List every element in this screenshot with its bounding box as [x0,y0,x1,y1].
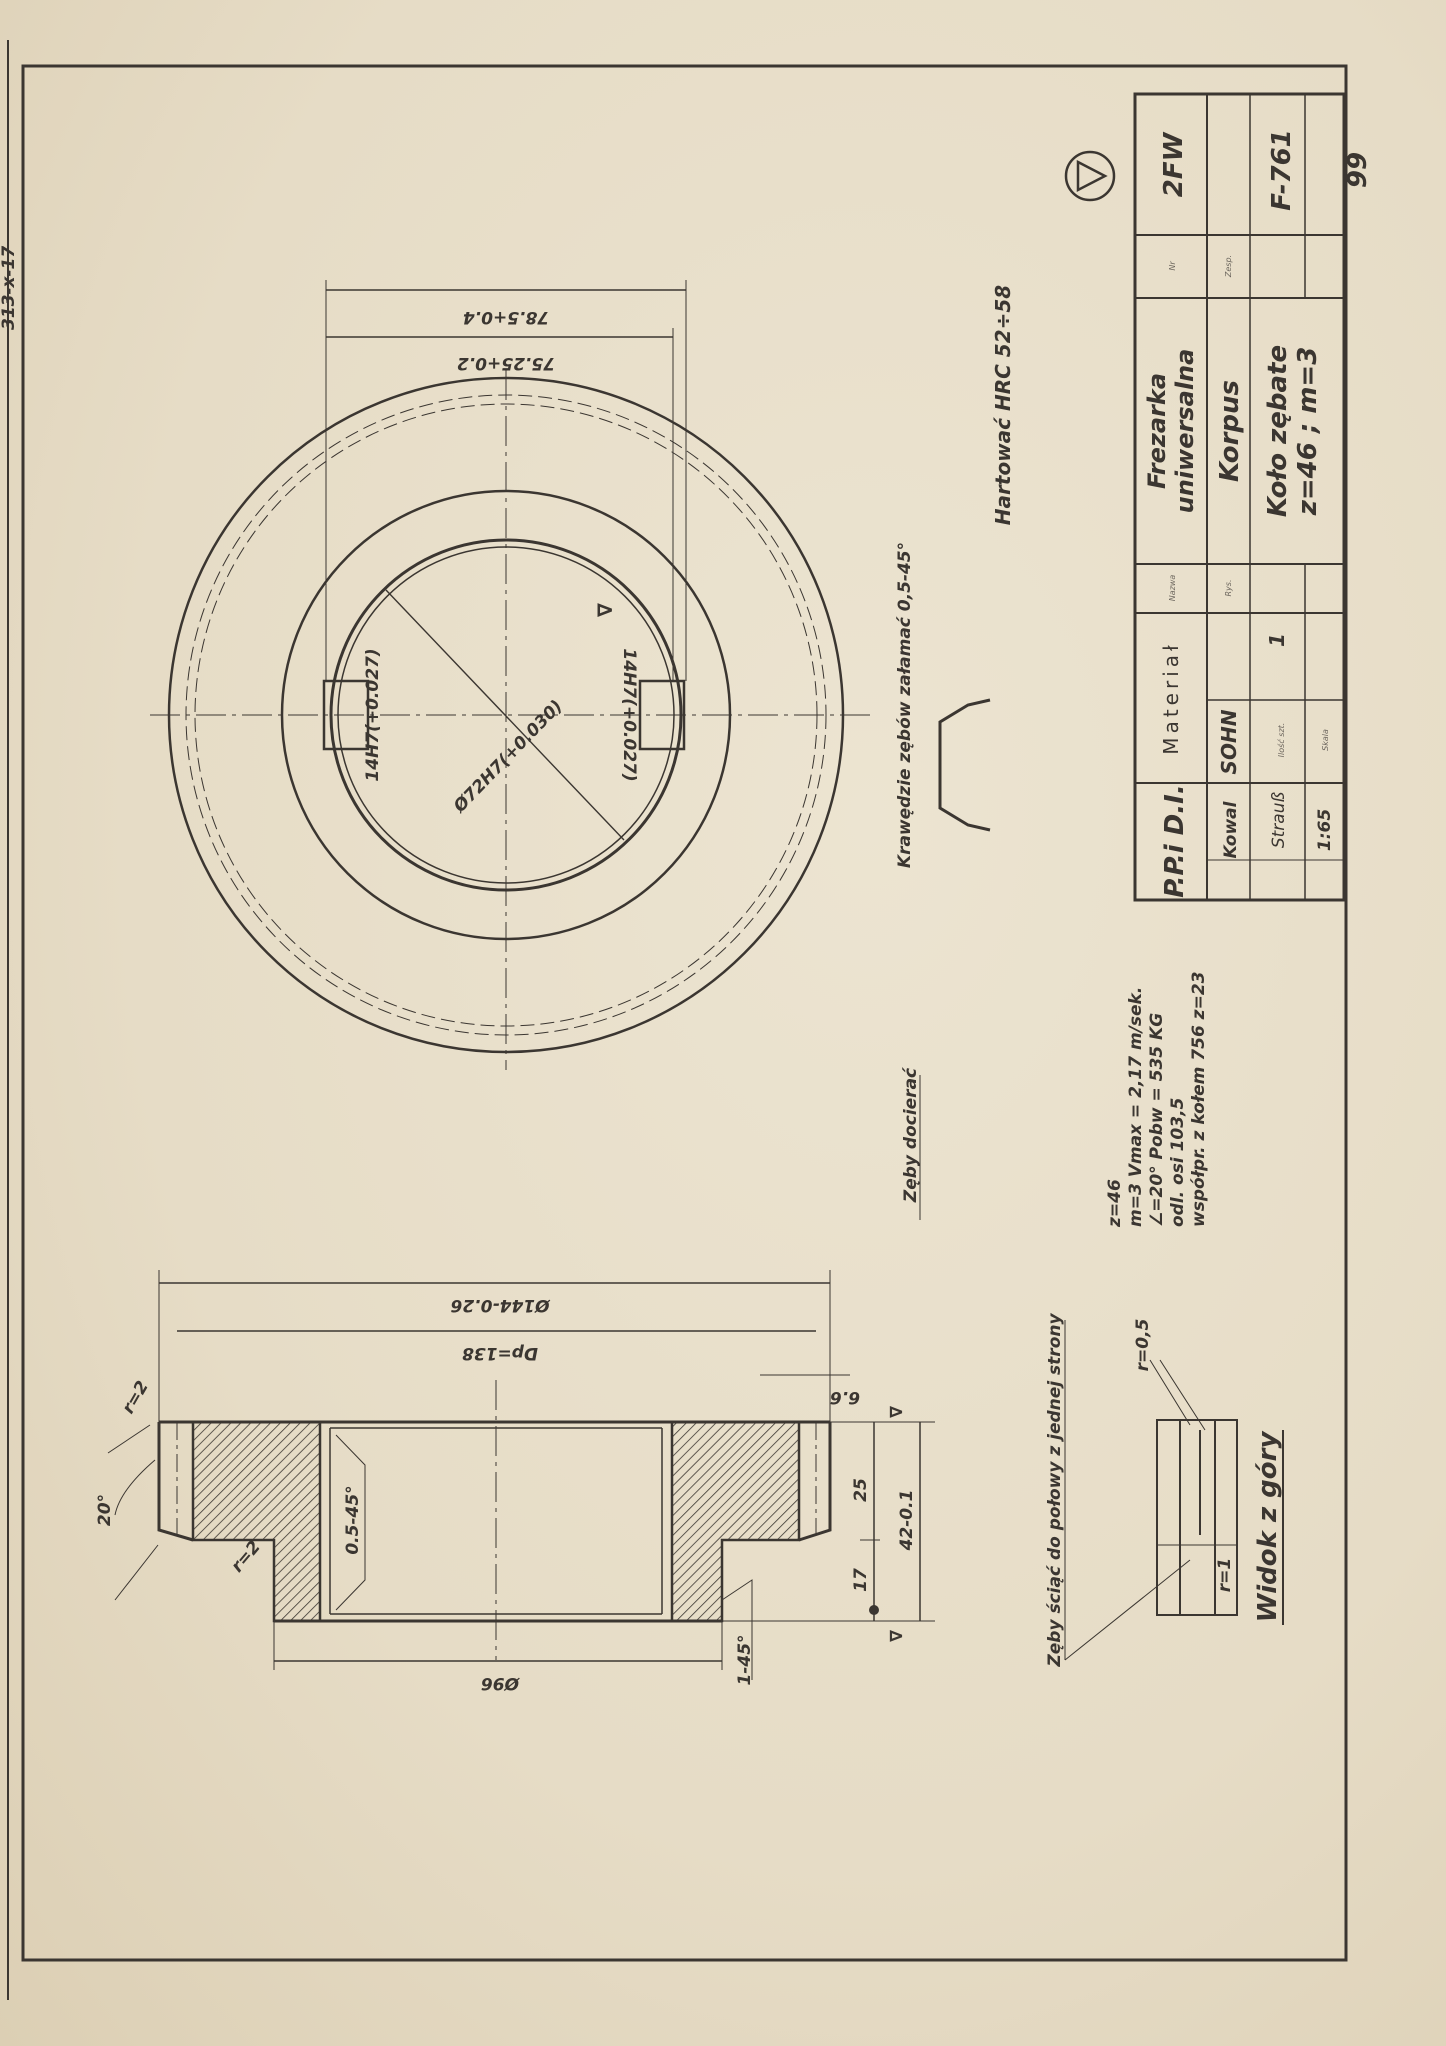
detail-radius-2: r=1 [1215,1558,1235,1592]
keyway-dim-right: 14H7(+0.027) [619,648,639,781]
bore-circle [329,538,683,892]
dim-42: 42-0.1 [897,1490,917,1552]
view-from-top: Widok z góry [1253,1431,1283,1623]
pitch-circle [185,394,827,1036]
roughness-circle-icon [1064,150,1116,202]
small-label: Skala [1321,729,1330,751]
quantity: 1 [1265,633,1289,647]
dim-75-25: 75.25+0.2 [457,353,555,373]
keyway-right [638,679,686,751]
dim-dia-pitch: Dp=138 [462,1343,538,1363]
tip-circle [167,376,845,1054]
checked-signature: Strauß [1269,792,1289,849]
chamfer-hub: 1-45° [735,1634,755,1685]
title-block: P.P.i D.I. Materiał SOHN Kowal Strauß 1 … [1133,92,1346,902]
note-lapping: Zęby docierać [901,1067,921,1203]
material-header: Materiał [1159,641,1183,754]
angle-label: 20° [95,1494,115,1526]
dim-6-6: 6.6 [830,1387,860,1407]
assembly-name: Korpus [1215,380,1245,482]
drawing-number: F-761 [1267,129,1297,211]
machine-code: 2FW [1159,131,1189,197]
section-view: Ø144-0.26 Dp=138 Ø96 6.6 25 17 42-0.1 0.… [95,1270,935,1693]
small-label: Ilość szt. [1276,723,1286,758]
note-edge-break: Krawędzie zębów załamać 0,5-45° [895,542,915,868]
material-value: SOHN [1217,709,1241,774]
dim-dia-hub: Ø96 [481,1673,520,1693]
tooth-profile-icon [938,698,991,832]
detail-radius: r=0,5 [1133,1319,1153,1372]
drawn-by: Kowal [1221,800,1241,858]
param-line: m=3 Vmax = 2,17 m/sek. [1126,987,1146,1227]
gear-parameters: z=46 m=3 Vmax = 2,17 m/sek. ∠=20° Pobw =… [1105,972,1209,1228]
dim-17: 17 [851,1568,871,1592]
surface-mark: ∇ [593,603,617,617]
org-name: P.P.i D.I. [1160,784,1190,897]
top-view: 78.5+0.4 75.25+0.2 Ø72H7(+0.030) 14H7(+0… [150,280,870,1070]
machine-name: Frezarka uniwersalna [1143,348,1199,514]
dim-25: 25 [851,1478,871,1502]
scale: 1:65 [1315,809,1335,851]
note-chamfer-teeth: Zęby ściąć do połowy z jednej strony [1045,1313,1065,1668]
small-label: Zesp. [1224,255,1233,278]
radius-step: r=2 [227,1537,264,1576]
corner-note: 313-x-17 [0,246,19,330]
surface-bottom: ∇ [887,1630,907,1642]
keyway-left [322,679,370,751]
chamfer-bore: 0.5-45° [343,1485,363,1554]
note-hardening: Hartować HRC 52÷58 [991,285,1015,525]
radius-top: r=2 [118,1378,153,1418]
dim-dia-outer: Ø144-0.26 [450,1295,550,1315]
small-label: Nazwa [1168,575,1177,602]
surface-top: ∇ [887,1406,907,1418]
part-name: Koło zębate [1263,345,1293,517]
triangle-icon [1076,159,1108,193]
small-label: Rys. [1224,579,1233,596]
tooth-detail: Zęby ściąć do połowy z jednej strony r=0… [1045,1313,1284,1668]
part-spec: z=46 ; m=3 [1293,347,1323,517]
page-number: 99 [1343,152,1373,188]
dim-terminal [869,1605,879,1615]
hub-circle [280,489,732,941]
param-line: odl. osi 103,5 [1168,1098,1188,1227]
param-line: z=46 [1105,1179,1125,1228]
small-label: Nr [1168,261,1177,271]
outer-frame [21,64,1348,1962]
param-line: współpr. z kołem 756 z=23 [1189,972,1209,1227]
root-circle [194,403,818,1027]
param-line: ∠=20° Pobw = 535 KG [1147,1013,1167,1227]
dim-78-5: 78.5+0.4 [463,307,549,327]
keyway-dim-left: 14H7(+0.027) [363,648,383,781]
